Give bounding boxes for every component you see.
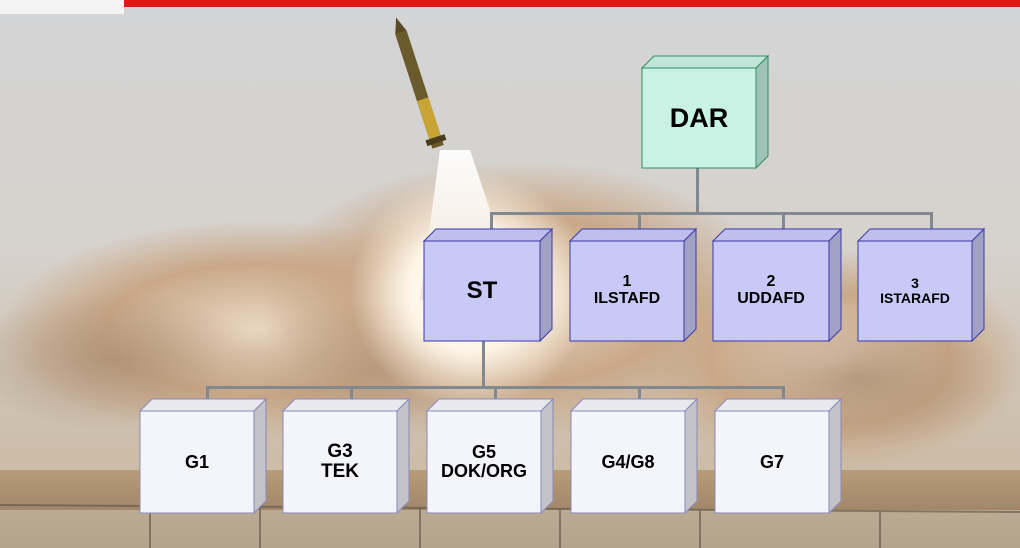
label-g5-dok-org: G5 DOK/ORG <box>427 411 541 513</box>
org-box-g3-tek-top-face <box>281 398 411 412</box>
org-box-g1 <box>138 397 268 515</box>
connector-st-drop <box>490 212 493 232</box>
connector-g7-drop <box>782 386 785 402</box>
label-uddafd-line1: 2 <box>766 273 776 291</box>
connector-g3-drop <box>350 386 353 402</box>
org-box-dar-side-face <box>755 54 769 170</box>
label-g3-line2: TEK <box>321 461 359 482</box>
label-istarafd-line1: 3 <box>911 275 919 292</box>
label-istarafd: 3 ISTARAFD <box>858 241 972 341</box>
label-ilstafd-line1: 1 <box>622 273 632 291</box>
org-box-g1-side-face <box>253 397 267 515</box>
label-st: ST <box>424 241 540 341</box>
connector-g5-drop <box>494 386 497 402</box>
label-g4g8-line1: G4/G8 <box>601 451 655 472</box>
connector-level2-horizontal <box>490 212 932 215</box>
org-box-st-front-face <box>423 240 541 342</box>
label-ilstafd: 1 ILSTAFD <box>570 241 684 341</box>
label-g7: G7 <box>715 411 829 513</box>
org-box-uddafd-top-face <box>711 228 843 242</box>
org-box-uddafd-front-face <box>712 240 830 342</box>
org-box-istarafd-top-face <box>856 228 986 242</box>
connector-ilstafd-drop <box>638 212 641 232</box>
org-box-g1-front-face <box>139 410 255 514</box>
org-box-uddafd <box>711 227 843 343</box>
org-box-ilstafd-side-face <box>683 227 697 343</box>
org-box-istarafd-side-face <box>971 227 985 343</box>
org-box-ilstafd-shape <box>568 227 698 343</box>
org-box-dar <box>640 54 770 170</box>
connector-st-vertical <box>482 340 485 388</box>
org-box-g5-dok-org-shape <box>425 397 555 515</box>
label-uddafd-line2: UDDAFD <box>737 290 805 307</box>
org-box-g5-dok-org <box>425 397 555 515</box>
label-g3-line1: G3 <box>327 441 353 463</box>
header-bar <box>124 0 1020 7</box>
org-box-g4-g8-shape <box>569 397 699 515</box>
label-g7-line1: G7 <box>759 451 784 472</box>
org-box-g4-g8-side-face <box>684 397 698 515</box>
org-box-g7-front-face <box>714 410 830 514</box>
org-box-g4-g8 <box>569 397 699 515</box>
label-dar-text: DAR <box>669 102 729 133</box>
org-box-g7-side-face <box>828 397 842 515</box>
connector-uddafd-drop <box>782 212 785 232</box>
label-istarafd-line2: ISTARAFD <box>880 290 950 306</box>
label-g5-line2: DOK/ORG <box>440 461 527 481</box>
org-box-ilstafd-top-face <box>568 228 698 242</box>
connector-g1-drop <box>206 386 209 402</box>
label-g1: G1 <box>140 411 254 513</box>
org-box-st-shape <box>422 227 554 343</box>
connector-istarafd-drop <box>930 212 933 232</box>
label-dar: DAR <box>642 68 756 168</box>
connector-g4g8-drop <box>638 386 641 402</box>
label-g5-line1: G5 <box>471 442 496 463</box>
header-corner <box>0 0 124 15</box>
org-box-st-top-face <box>422 228 554 242</box>
org-box-istarafd <box>856 227 986 343</box>
org-box-g1-shape <box>138 397 268 515</box>
org-box-g3-tek-shape <box>281 397 411 515</box>
org-box-g5-dok-org-top-face <box>425 398 555 412</box>
org-box-g7-top-face <box>713 398 843 412</box>
org-box-g7 <box>713 397 843 515</box>
org-box-g3-tek-front-face <box>282 410 398 514</box>
org-box-ilstafd-front-face <box>569 240 685 342</box>
org-box-dar-shape <box>640 54 770 170</box>
org-box-g4-g8-top-face <box>569 398 699 412</box>
org-box-g3-tek <box>281 397 411 515</box>
org-box-g1-top-face <box>138 398 268 412</box>
org-box-g4-g8-front-face <box>570 410 686 514</box>
org-box-ilstafd <box>568 227 698 343</box>
label-uddafd: 2 UDDAFD <box>713 241 829 341</box>
org-box-uddafd-shape <box>711 227 843 343</box>
org-box-uddafd-side-face <box>828 227 842 343</box>
org-box-g5-dok-org-front-face <box>426 410 542 514</box>
org-box-g5-dok-org-side-face <box>540 397 554 515</box>
connector-top-vertical <box>696 168 699 214</box>
org-box-st-side-face <box>539 227 553 343</box>
org-box-st <box>422 227 554 343</box>
label-g1-line1: G1 <box>184 451 209 472</box>
label-g4-g8: G4/G8 <box>571 411 685 513</box>
org-box-dar-top-face <box>640 55 770 69</box>
org-box-istarafd-front-face <box>857 240 973 342</box>
org-box-dar-front-face <box>641 67 757 169</box>
label-g3-tek: G3 TEK <box>283 411 397 513</box>
label-st-line1: ST <box>466 277 498 305</box>
org-box-g3-tek-side-face <box>396 397 410 515</box>
org-box-istarafd-shape <box>856 227 986 343</box>
org-box-g7-shape <box>713 397 843 515</box>
label-ilstafd-line2: ILSTAFD <box>593 290 661 307</box>
